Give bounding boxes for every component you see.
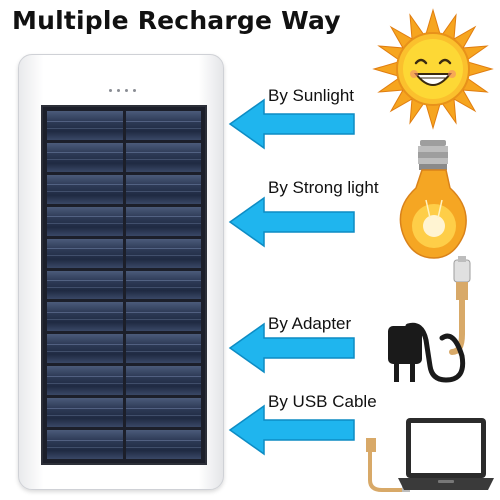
solar-cell — [125, 430, 201, 459]
arrow-left-icon — [228, 404, 355, 456]
solar-cell — [47, 398, 123, 428]
adapter-icon — [388, 256, 471, 383]
solar-cell — [125, 142, 201, 172]
solar-cell — [125, 238, 201, 268]
light-bulb-icon — [399, 140, 467, 259]
solar-power-bank — [18, 54, 224, 490]
arrow-left-icon — [228, 196, 355, 248]
solar-cell — [47, 366, 123, 396]
solar-cell — [47, 430, 123, 459]
solar-cell — [125, 174, 201, 204]
led-dot — [133, 89, 136, 92]
solar-cell — [47, 174, 123, 204]
battery-indicator-leds — [109, 89, 136, 92]
led-dot — [125, 89, 128, 92]
solar-cell — [125, 366, 201, 396]
led-dot — [109, 89, 112, 92]
solar-cell — [125, 334, 201, 364]
solar-cell — [47, 238, 123, 268]
solar-panel — [41, 105, 207, 465]
solar-cell — [47, 111, 123, 140]
solar-cell — [125, 398, 201, 428]
sun-icon — [372, 8, 494, 130]
page-title: Multiple Recharge Way — [12, 6, 341, 35]
solar-cell — [47, 142, 123, 172]
solar-cell — [47, 206, 123, 236]
solar-cell — [47, 302, 123, 332]
laptop-icon — [366, 418, 494, 492]
method-label-strong-light: By Strong light — [268, 178, 379, 197]
method-label-usb-cable: By USB Cable — [268, 392, 377, 411]
arrow-left-icon — [228, 98, 355, 150]
method-label-adapter: By Adapter — [268, 314, 352, 333]
solar-cell — [125, 302, 201, 332]
arrow-left-icon — [228, 322, 355, 374]
solar-cell — [125, 270, 201, 300]
solar-cell — [47, 270, 123, 300]
method-label-sunlight: By Sunlight — [268, 86, 354, 105]
solar-cell — [125, 206, 201, 236]
solar-cell — [125, 111, 201, 140]
led-dot — [117, 89, 120, 92]
solar-cell — [47, 334, 123, 364]
